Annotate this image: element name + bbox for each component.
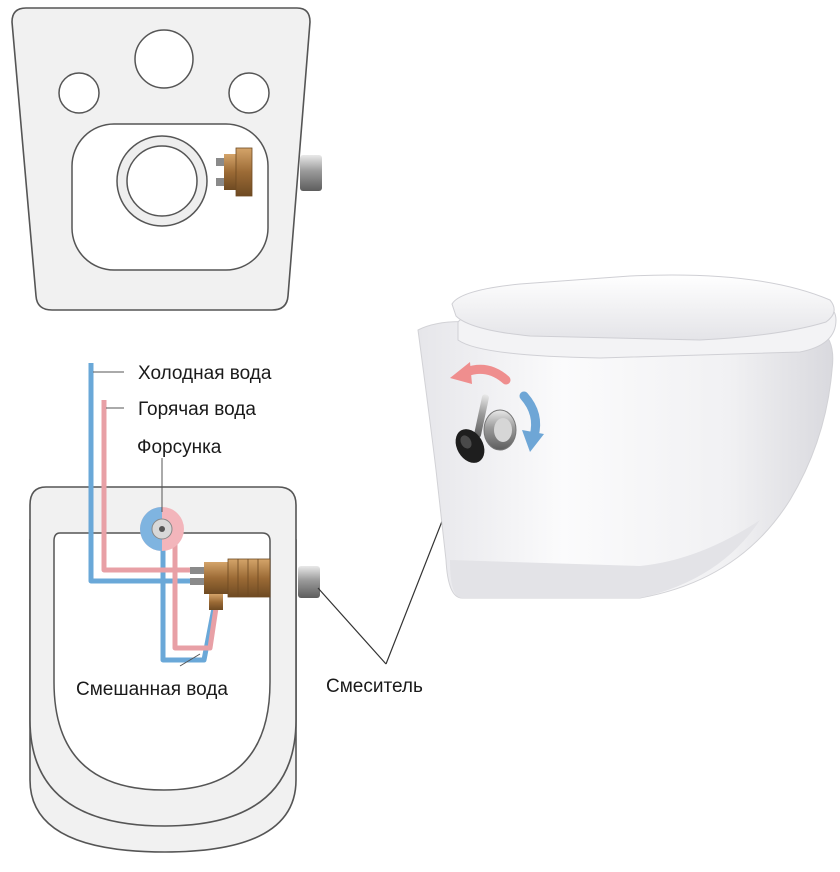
cold-arrow-head <box>522 430 544 452</box>
mixer-leader-1 <box>317 587 387 665</box>
top-view-panel <box>11 7 322 311</box>
mixer-stub-top <box>300 155 322 191</box>
mixed-water-label: Смешанная вода <box>76 679 228 700</box>
hot-water-pipe <box>101 400 219 651</box>
drain-hole <box>126 145 198 217</box>
top-hole <box>134 29 194 89</box>
hot-arrow-head <box>450 362 472 384</box>
toilet-lid <box>451 274 835 341</box>
cold-water-label: Холодная вода <box>138 363 272 384</box>
mixer-stub-section <box>298 566 320 598</box>
cold-water-pipe <box>88 363 217 663</box>
nozzle <box>140 507 184 551</box>
section-view-panel: Холодная вода Горячая вода Форсунка Смеш… <box>29 363 471 853</box>
wall-hung-toilet <box>417 274 837 599</box>
brass-fitting-section <box>190 558 271 610</box>
nozzle-label: Форсунка <box>137 437 222 458</box>
hot-water-label: Горячая вода <box>138 399 256 420</box>
left-hole <box>58 72 100 114</box>
brass-fitting-top <box>216 147 253 197</box>
mixed-water-leader <box>179 653 201 667</box>
right-hole <box>228 72 270 114</box>
mixer-handle <box>455 394 517 463</box>
mixer-label: Смеситель <box>326 676 423 697</box>
